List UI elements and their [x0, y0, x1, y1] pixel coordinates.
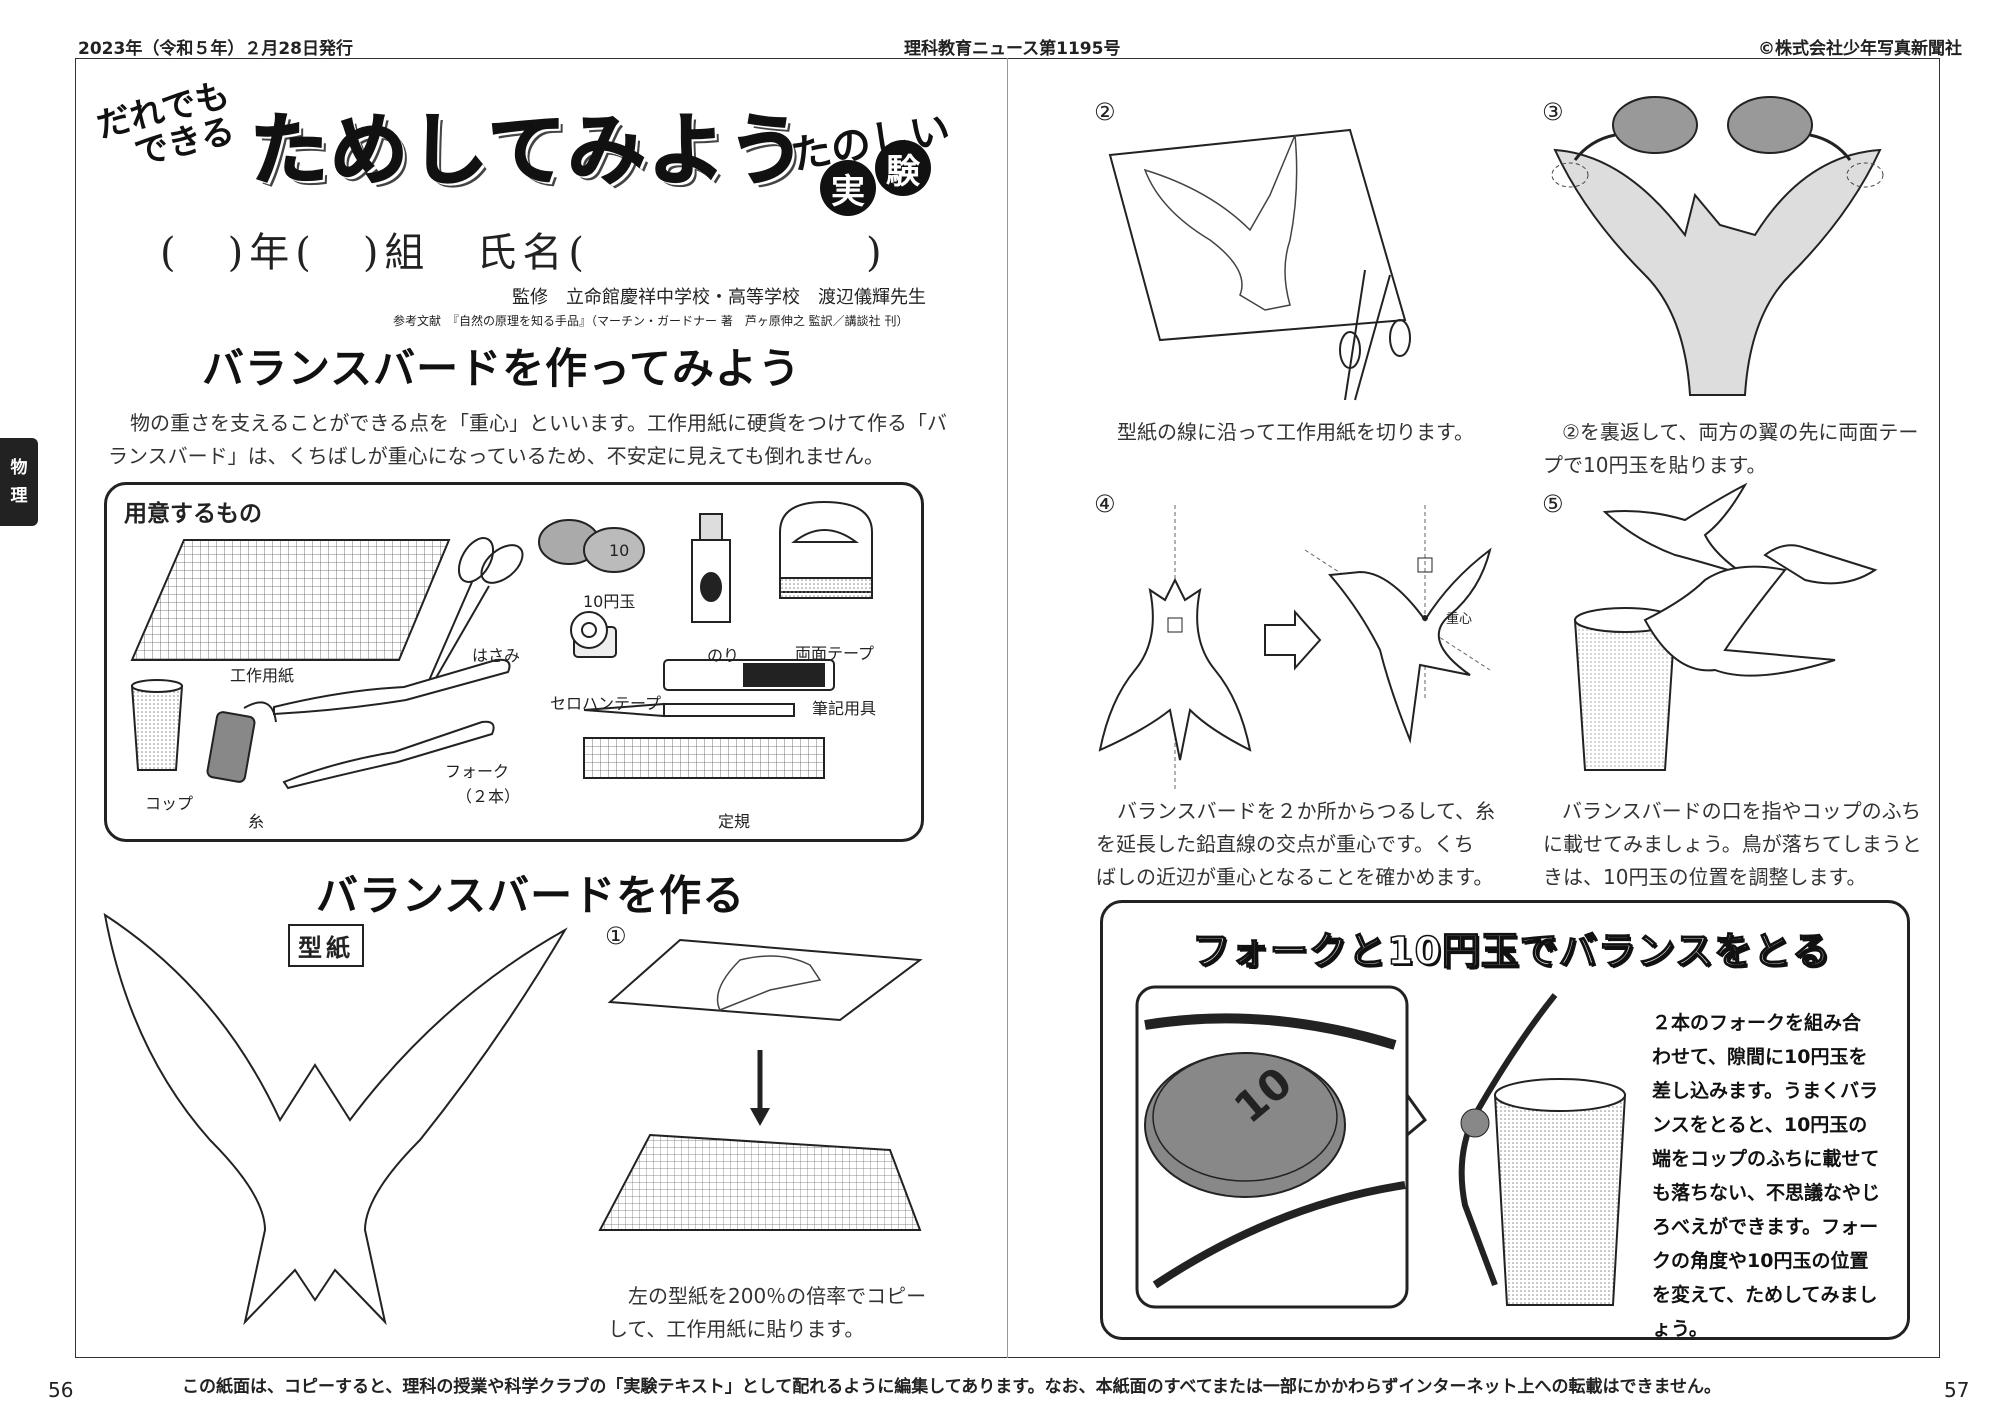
- step5-number: ⑤: [1542, 490, 1564, 518]
- fork-label: フォーク: [445, 762, 510, 781]
- materials-title: 用意するもの: [124, 501, 262, 527]
- fork-coin-box: [1100, 900, 1910, 1340]
- ruler-icon: [583, 737, 825, 779]
- coin-icon: 10: [538, 519, 645, 573]
- step2-caption-line1: 型紙の線に沿って工作用紙を切ります。: [1117, 420, 1474, 444]
- masthead-title: ためしてみよう: [249, 105, 808, 197]
- step5-caption-line1: バランスバードの口を指やコップのふち: [1562, 799, 1921, 823]
- glue-icon: [691, 513, 731, 623]
- gutter-divider: [1007, 58, 1008, 1358]
- fork-box-line-3: 差し込みます。うまくバラ: [1652, 1080, 1879, 1102]
- fork-box-line-6: も落ちない、不思議なやじ: [1652, 1182, 1881, 1204]
- fork-coin-illustration: 10: [1135, 985, 1627, 1309]
- footer-notice: この紙面は、コピーすると、理科の授業や科学クラブの「実験テキスト」として配れるよ…: [182, 1377, 1722, 1397]
- step4-illustration: [1098, 505, 1492, 790]
- double-tape-icon: [779, 500, 873, 599]
- cup-label: コップ: [145, 794, 194, 813]
- step4-center-label: 重心: [1446, 612, 1473, 627]
- fork-icon: [273, 658, 511, 790]
- intro-line-2: ランスバード」は、くちばしが重心になっているため、不安定に見えても倒れません。: [108, 444, 884, 468]
- paper-icon: [130, 539, 451, 661]
- intro-line-1: 物の重さを支えることができる点を「重心」といいます。工作用紙に硬貨をつけて作る「…: [130, 411, 947, 435]
- fork-box-line-1: ２本のフォークを組み合: [1652, 1012, 1862, 1034]
- name-entry-row: ( )年( )組 氏名( ): [160, 230, 888, 276]
- cello-tape-label: セロハンテープ: [550, 694, 662, 713]
- step3-illustration: [1551, 96, 1884, 396]
- fork-box-line-2: わせて、隙間に10円玉を: [1652, 1046, 1868, 1068]
- publication-name: 理科教育ニュース第1195号: [904, 39, 1121, 59]
- issue-date: 2023年（令和５年）２月28日発行: [78, 39, 353, 59]
- fork-qty-label: （２本）: [456, 787, 521, 806]
- page-number-right: 57: [1944, 1378, 1970, 1402]
- ruler-label: 定規: [718, 812, 751, 831]
- step1-caption-line2: して、工作用紙に貼ります。: [608, 1317, 865, 1341]
- pencil-icon: [583, 659, 835, 718]
- scissors-icon: [1339, 269, 1411, 401]
- step4-caption-line3: ばしの近辺が重心となることを確かめます。: [1096, 865, 1494, 889]
- fork-box-text: ２本のフォークを組み合 わせて、隙間に10円玉を 差し込みます。うまくバラ ンス…: [1652, 1006, 1880, 1346]
- reference-credit: 参考文献 『自然の原理を知る手品』（マーチン・ガードナー 著 芦ヶ原伸之 監訳／…: [393, 314, 909, 328]
- step1-caption-line1: 左の型紙を200％の倍率でコピー: [628, 1284, 927, 1308]
- scissors-label: はさみ: [472, 646, 521, 665]
- step5-illustration: [1573, 482, 1878, 771]
- scissors-icon: [423, 537, 524, 693]
- page-number-left: 56: [48, 1378, 74, 1402]
- supervision-credit: 監修 立命館慶祥中学校・高等学校 渡辺儀輝先生: [512, 287, 926, 308]
- fork-box-line-4: ンスをとると、10円玉の: [1652, 1114, 1868, 1136]
- step2-illustration: [1108, 128, 1411, 401]
- fork-box-line-10: ょう。: [1652, 1318, 1708, 1340]
- bird-template: [103, 912, 568, 1326]
- svg-text:10: 10: [609, 541, 629, 560]
- cup-icon: [130, 679, 184, 771]
- thread-label: 糸: [248, 812, 265, 831]
- fork-box-line-9: を変えて、ためしてみまし: [1652, 1284, 1878, 1306]
- glue-label: のり: [707, 646, 740, 665]
- subject-tab: 物 理: [0, 438, 38, 526]
- fork-box-line-8: クの角度や10円玉の位置: [1652, 1250, 1869, 1272]
- step3-caption-line1: ②を裏返して、両方の翼の先に両面テー: [1562, 420, 1919, 444]
- fork-box-title: フォークと10円玉でバランスをとる: [1191, 928, 1832, 974]
- step3-caption-line2: プで10円玉を貼ります。: [1543, 453, 1767, 477]
- copyright: ©株式会社少年写真新聞社: [1758, 39, 1962, 59]
- paper-label: 工作用紙: [230, 666, 295, 685]
- fork-box-line-5: 端をコップのふちに載せて: [1652, 1148, 1880, 1170]
- thread-icon: [206, 701, 277, 783]
- subject-tab-char2: 理: [10, 486, 28, 506]
- coin-label: 10円玉: [583, 592, 636, 611]
- section-title-build: バランスバードを作る: [316, 871, 746, 920]
- double-tape-label: 両面テープ: [795, 644, 875, 663]
- section-title-make-bird: バランスバードを作ってみよう: [202, 344, 802, 393]
- masthead-jikken-badge-2: 験: [875, 140, 931, 196]
- step5-caption-line2: に載せてみましょう。鳥が落ちてしまうと: [1543, 832, 1922, 856]
- step3-number: ③: [1542, 98, 1564, 126]
- step1-illustration: [598, 938, 923, 1231]
- step1-number: ①: [605, 922, 627, 950]
- fork-box-line-7: ろべえができます。フォー: [1652, 1216, 1879, 1238]
- subject-tab-char1: 物: [10, 458, 28, 478]
- step2-number: ②: [1094, 98, 1116, 126]
- pencil-label: 筆記用具: [812, 699, 877, 718]
- materials-box: [104, 482, 924, 842]
- materials-illustrations: 10: [130, 500, 873, 790]
- step4-caption-line1: バランスバードを２か所からつるして、糸: [1117, 799, 1495, 823]
- step4-caption-line2: を延長した鉛直線の交点が重心です。くち: [1096, 832, 1474, 856]
- step5-caption-line3: きは、10円玉の位置を調整します。: [1543, 865, 1867, 889]
- masthead-jikken-badge-1: 実: [820, 160, 876, 216]
- cello-tape-icon: [570, 611, 617, 658]
- template-label: 型紙: [288, 924, 364, 967]
- step4-number: ④: [1094, 490, 1116, 518]
